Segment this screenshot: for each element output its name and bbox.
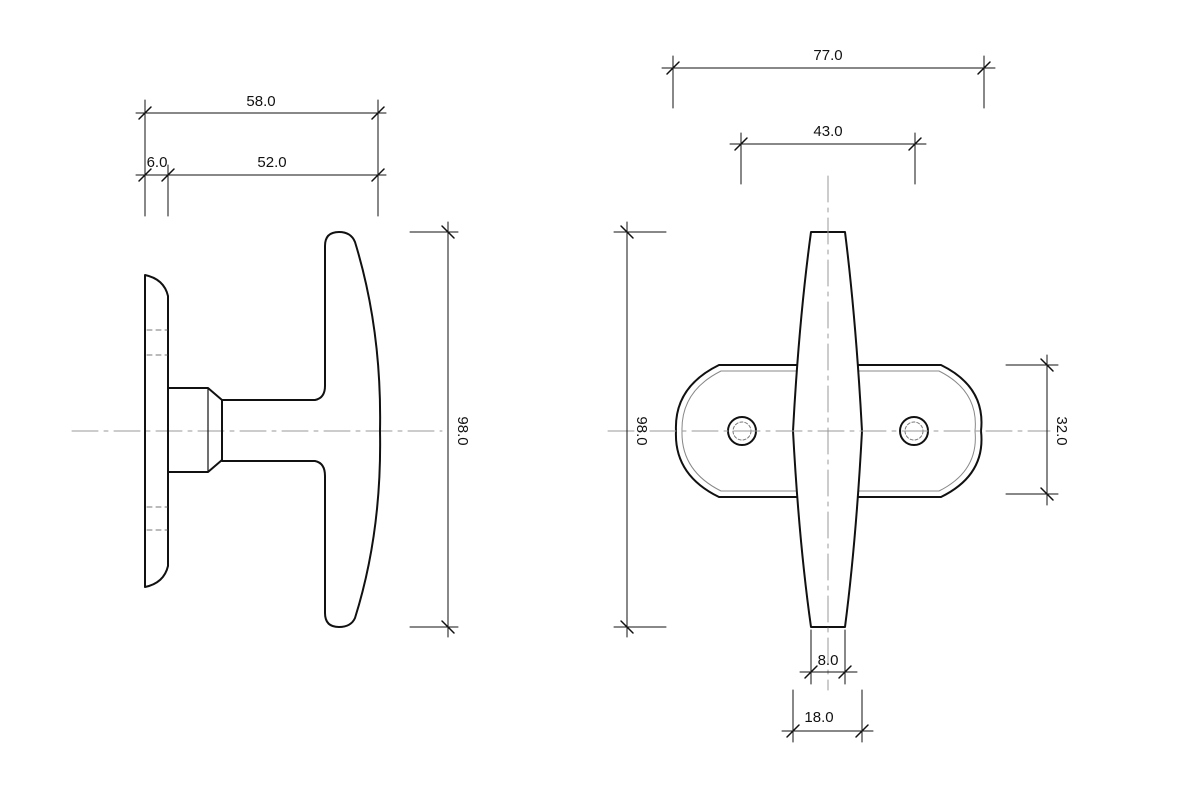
dim-front-32 <box>1005 354 1059 506</box>
label-front-43: 43.0 <box>813 123 842 140</box>
side-collar <box>167 387 223 473</box>
dim-front-18 <box>781 689 874 743</box>
front-rose-bevel <box>681 370 976 492</box>
dim-front-8 <box>799 629 858 685</box>
dimension-labels: 58.0 6.0 52.0 98.0 77.0 43.0 98.0 32.0 8… <box>147 47 1070 726</box>
side-hidden-screws <box>146 329 168 531</box>
label-side-58: 58.0 <box>246 93 275 110</box>
side-view <box>71 99 459 638</box>
dim-side-58 <box>135 99 387 217</box>
front-view <box>607 55 1059 743</box>
dim-front-98 <box>613 221 667 638</box>
label-front-8: 8.0 <box>818 652 839 669</box>
label-side-98: 98.0 <box>454 416 471 445</box>
label-front-32: 32.0 <box>1053 416 1070 445</box>
dim-side-98 <box>409 221 459 638</box>
side-rose-plate <box>144 274 169 588</box>
label-front-98: 98.0 <box>633 416 650 445</box>
label-side-52: 52.0 <box>257 154 286 171</box>
dim-side-6-52 <box>135 164 387 217</box>
dim-front-43 <box>729 132 927 185</box>
side-handle <box>221 231 382 628</box>
dim-front-77 <box>661 55 996 109</box>
front-rose-plate <box>674 364 983 498</box>
label-front-77: 77.0 <box>813 47 842 64</box>
label-front-18: 18.0 <box>804 709 833 726</box>
label-side-6: 6.0 <box>147 154 168 171</box>
